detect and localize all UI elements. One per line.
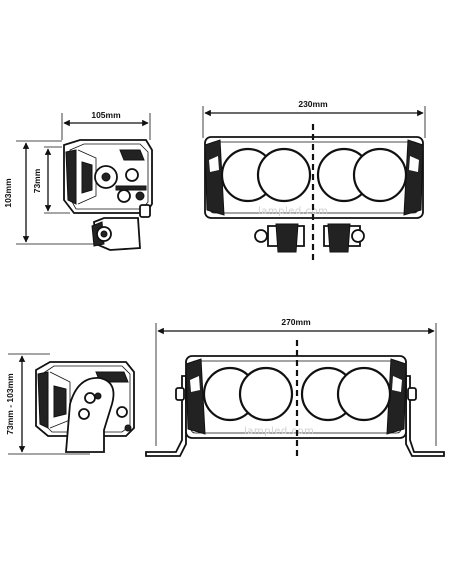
bottom-front-view: 270mm lampled.com [145, 317, 445, 460]
top-watermark: lampled.com [258, 206, 328, 217]
bottom-side-view: 73mm - 103mm [5, 353, 135, 455]
side-width-label: 105mm [91, 110, 121, 120]
bottom-watermark: lampled.com [244, 426, 314, 437]
side-adjust-height-label: 73mm - 103mm [5, 373, 15, 435]
top-side-view: 105mm 103mm 73mm [3, 110, 153, 251]
side-inner-height-label: 73mm [32, 168, 42, 193]
front-width-label: 230mm [298, 99, 328, 109]
front-width-2-label: 270mm [281, 317, 311, 327]
side-outer-height-label: 103mm [3, 178, 13, 208]
top-front-view: 230mm lampled.com [202, 99, 426, 262]
